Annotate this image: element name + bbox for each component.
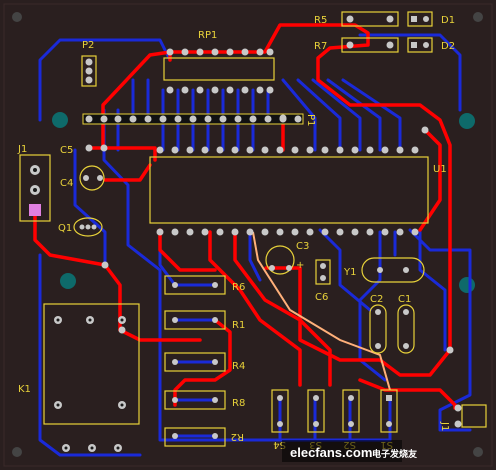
label-r1: R1 [232,320,245,331]
label-y1: Y1 [343,267,356,278]
label-q1: Q1 [58,223,72,234]
label-d1: D1 [441,15,455,26]
top-traces [33,23,457,410]
watermark-cn: 电子发烧友 [372,448,417,459]
label-u1: U1 [433,164,447,175]
watermark: elecfans.com 电子发烧友 [282,440,417,462]
label-c3: C3 [296,241,309,252]
label-j1: J1 [17,144,27,155]
board-outline [3,3,493,467]
label-r4: R4 [232,361,245,372]
label-s4: S4 [273,439,286,450]
label-c1: C1 [398,294,411,305]
label-r6: R6 [232,282,245,293]
label-c6: C6 [315,292,328,303]
label-c3-plus: + [296,260,304,271]
label-p1: P1 [305,114,316,126]
label-c5: C5 [60,145,73,156]
label-r5: R5 [314,15,327,26]
drill-holes [33,168,124,450]
label-k1: K1 [18,384,31,395]
label-j1-bottom: J1 [439,421,450,431]
label-r7: R7 [314,41,327,52]
label-rp1: RP1 [198,30,217,41]
thin-trace [252,231,391,391]
label-c2: C2 [370,294,383,305]
watermark-text: elecfans.com [290,445,372,460]
label-r8: R8 [232,398,245,409]
pads [29,15,462,452]
label-p2: P2 [82,40,94,51]
label-c4: C4 [60,178,73,189]
label-r2: R2 [231,431,244,442]
label-d2: D2 [441,41,455,52]
silkscreen-outlines [19,11,487,447]
